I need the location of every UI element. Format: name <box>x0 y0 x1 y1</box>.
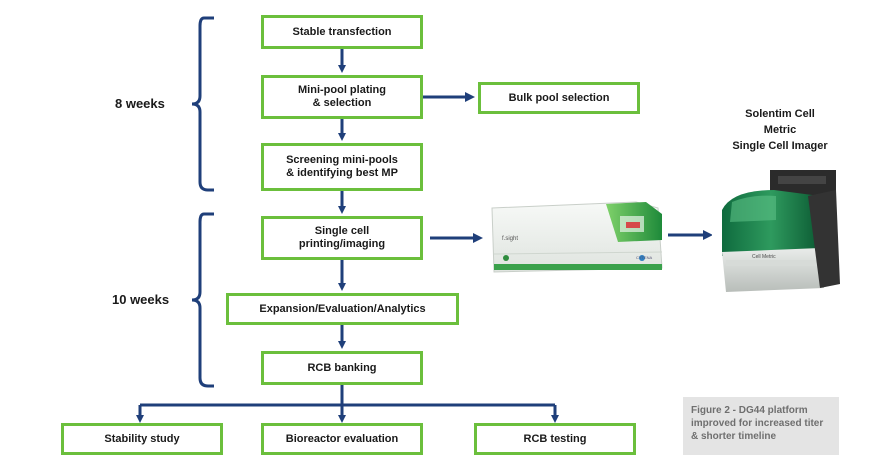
step-bioreactor-evaluation: Bioreactor evaluation <box>261 423 423 455</box>
dispenser-label: f.sight <box>502 236 519 242</box>
step-single-cell-printing: Single cell printing/imaging <box>261 216 423 260</box>
step-label: Expansion/Evaluation/Analytics <box>259 302 426 315</box>
step-label: Stable transfection <box>292 25 392 38</box>
step-rcb-banking: RCB banking <box>261 351 423 385</box>
step-stability-study: Stability study <box>61 423 223 455</box>
phase-label-10-weeks: 10 weeks <box>112 292 170 307</box>
step-screening-mini-pools: Screening mini-pools & identifying best … <box>261 143 423 191</box>
bracket-10-weeks <box>191 212 214 388</box>
step-label: RCB banking <box>307 361 377 374</box>
figure-caption: Figure 2 - DG44 platform improved for in… <box>683 397 839 455</box>
imager-device-image: Cell Metric <box>712 160 852 303</box>
step-label: Stability study <box>104 432 180 445</box>
phase-label-8-weeks: 8 weeks <box>115 96 165 111</box>
dispenser-device-image: f.sight CYTENA <box>486 194 666 276</box>
step-stable-transfection: Stable transfection <box>261 15 423 49</box>
step-label: Single cell printing/imaging <box>298 225 386 250</box>
step-label: Bioreactor evaluation <box>285 432 399 445</box>
step-bulk-pool-selection: Bulk pool selection <box>478 82 640 114</box>
imager-title: Solentim Cell Metric Single Cell Imager <box>732 108 828 152</box>
step-expansion-evaluation: Expansion/Evaluation/Analytics <box>226 293 459 325</box>
bracket-8-weeks <box>191 16 214 192</box>
step-label: Screening mini-pools & identifying best … <box>286 154 398 179</box>
step-rcb-testing: RCB testing <box>474 423 636 455</box>
step-label: Mini-pool plating & selection <box>298 84 386 109</box>
step-mini-pool-plating: Mini-pool plating & selection <box>261 75 423 119</box>
step-label: RCB testing <box>523 432 587 445</box>
dispenser-brand: CYTENA <box>636 255 653 260</box>
step-label: Bulk pool selection <box>508 91 610 104</box>
imager-label: Cell Metric <box>752 254 776 260</box>
